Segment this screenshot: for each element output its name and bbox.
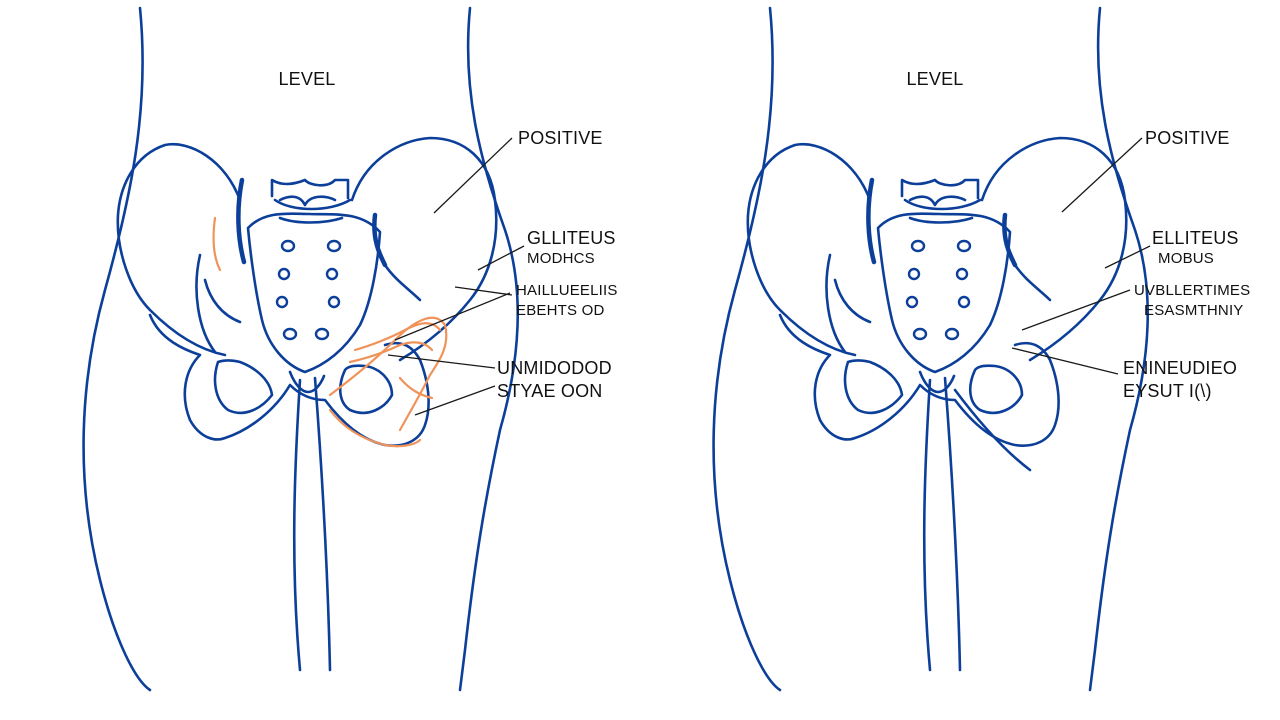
highlighted-muscle [212,216,448,448]
label-left-positive: POSITIVE [518,128,603,148]
panel-left-title: LEVEL [278,69,336,89]
label-left-small-2: EBEHTS OD [516,302,605,319]
label-right-positive: POSITIVE [1145,128,1230,148]
label-right-low-2: EYSUT I(\) [1123,381,1212,401]
label-right-small-1: UVBLLERTIMES [1134,282,1251,299]
label-left-muscle-name: GLLITEUS [527,228,616,248]
label-left-low-1: UNMIDODOD [497,358,612,378]
pelvis-left [84,8,525,690]
label-right-small-2: ESASMTHNIY [1144,302,1244,319]
panel-right-title: LEVEL [906,69,964,89]
label-left-small-1: HAILLUEELIIS [516,282,618,299]
label-left-muscle-sub: MODHCS [527,250,595,267]
label-left-low-2: STYAE OON [497,381,603,401]
pelvis-right [714,8,1151,690]
label-right-muscle-sub: MOBUS [1158,250,1215,267]
label-right-muscle-name: ELLITEUS [1152,228,1239,248]
label-right-low-1: ENINEUDIEO [1123,358,1238,378]
